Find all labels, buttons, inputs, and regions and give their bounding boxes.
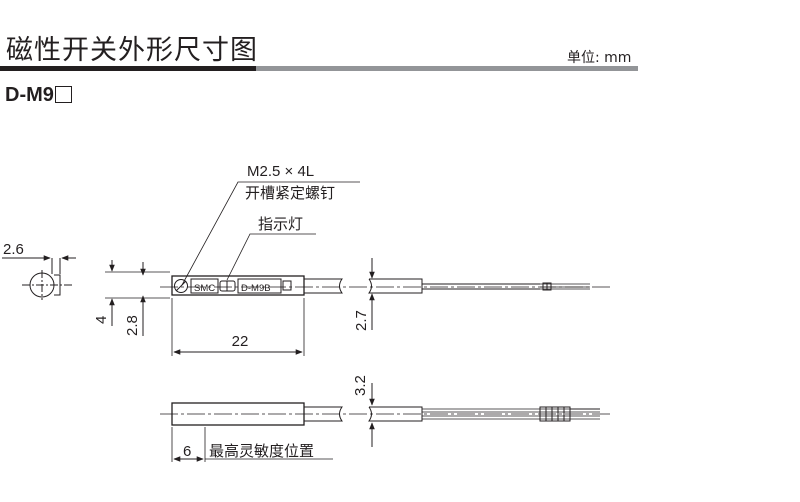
dim-length: 22 bbox=[232, 333, 249, 350]
smc-mark: SMC bbox=[194, 283, 215, 294]
unit-label: 单位: mm bbox=[567, 50, 632, 66]
model-placeholder-box bbox=[54, 86, 72, 103]
switch-body bbox=[171, 275, 305, 296]
screw-head bbox=[174, 279, 188, 293]
cable-section-1 bbox=[304, 278, 343, 294]
screw-leader bbox=[181, 181, 360, 286]
page-title: 磁性开关外形尺寸图 bbox=[6, 35, 258, 66]
dim-sensing-pos: 6 bbox=[183, 443, 191, 460]
dim-end-width: 2.6 bbox=[3, 241, 24, 258]
callout-screw-spec: M2.5 × 4L bbox=[247, 163, 314, 180]
title-rule-dark bbox=[0, 66, 256, 71]
smc-mark-box bbox=[190, 278, 219, 294]
title-rule-gray bbox=[256, 66, 638, 71]
dim-cable-dia: 2.7 bbox=[353, 310, 370, 331]
cable-section-2 bbox=[368, 278, 423, 294]
dim-side-height: 3.2 bbox=[352, 375, 369, 396]
indicator-leader bbox=[226, 233, 316, 281]
top-view bbox=[105, 181, 612, 356]
side-cable-section-2 bbox=[368, 406, 423, 422]
side-connector bbox=[539, 406, 571, 422]
callout-sensitivity: 最高灵敏度位置 bbox=[209, 443, 314, 460]
dim-height-total: 4 bbox=[93, 316, 110, 324]
model-code: D-M9 bbox=[5, 84, 54, 106]
dim-height-body: 2.8 bbox=[124, 315, 141, 336]
model-mark: D-M9B bbox=[241, 283, 271, 294]
callout-indicator: 指示灯 bbox=[258, 216, 303, 233]
model-label: D-M9 bbox=[5, 84, 72, 107]
end-view bbox=[2, 255, 76, 300]
callout-screw-name: 开槽紧定螺钉 bbox=[245, 185, 335, 202]
model-mark-box bbox=[237, 278, 282, 294]
end-mark-box bbox=[282, 280, 292, 291]
side-view bbox=[160, 383, 612, 462]
screw-slot bbox=[175, 280, 187, 292]
